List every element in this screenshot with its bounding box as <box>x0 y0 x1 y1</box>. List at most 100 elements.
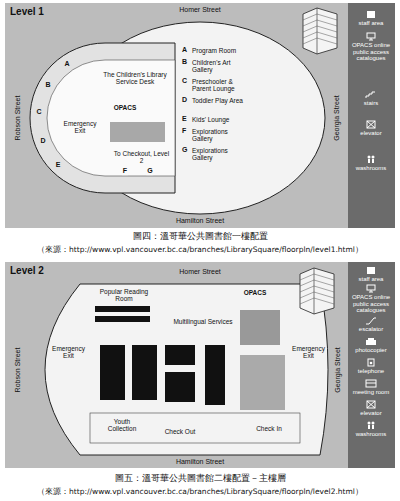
key-letter: A <box>182 46 187 54</box>
street-name: Homer Street <box>179 6 221 14</box>
legend-text: elevator <box>349 410 393 417</box>
room-label: Youth Collection <box>100 418 144 432</box>
street-name: Hamilton Street <box>176 217 224 225</box>
room-label: Multilingual Services <box>172 318 234 325</box>
room-block <box>240 355 285 410</box>
service-area <box>90 413 300 443</box>
level-heading: Level 2 <box>10 265 343 276</box>
figure-caption: 圖五：溫哥華公共圖書館二樓配置－主樓層 <box>115 474 286 484</box>
plan-letter: D <box>39 137 46 145</box>
room-name: Check Out <box>160 428 200 435</box>
key-room-name: Program Room <box>192 47 247 54</box>
room-name: To Checkout, Level 2 <box>112 150 171 164</box>
legend-text: OPACS online public access catalogues <box>349 294 393 314</box>
legend-item: elevator <box>349 120 393 137</box>
room-block <box>110 122 165 142</box>
key-letter: C <box>182 77 187 85</box>
office-tower <box>303 8 337 54</box>
plan-letter: C <box>35 108 42 116</box>
legend-text: washrooms <box>349 431 393 438</box>
legend-item: OPACS online public access catalogues <box>349 32 393 62</box>
legend-symbol <box>364 32 378 41</box>
room-block <box>240 310 280 345</box>
key-letter: G <box>182 146 187 154</box>
legend-item: meeting room <box>349 379 393 396</box>
legend-item: escalator <box>349 316 393 333</box>
legend-item: washrooms <box>349 421 393 438</box>
legend-strip <box>348 3 395 228</box>
legend-symbol <box>364 337 378 346</box>
plan-letter: B <box>44 81 51 89</box>
room-label: Emergency Exit <box>290 345 327 359</box>
library-building <box>45 284 328 455</box>
opac-label: OPACS <box>244 289 267 296</box>
legend-text: photocopier <box>349 347 393 354</box>
panel-ground <box>5 3 348 228</box>
key-room-name: Children's Art Gallery <box>192 59 247 73</box>
legend-item: photocopier <box>349 337 393 354</box>
plan-letter: F <box>122 167 128 175</box>
legend-strip <box>348 262 395 468</box>
plan-letter: A <box>63 60 70 68</box>
legend-item: elevator <box>349 400 393 417</box>
street-name: Georgia Street <box>334 347 342 393</box>
legend-symbol <box>364 90 378 99</box>
key-room-name: Toddler Play Area <box>192 97 247 104</box>
room-label: Emergency Exit <box>60 120 100 134</box>
plan-letter: E <box>55 161 62 169</box>
room-name: Emergency Exit <box>60 120 100 134</box>
legend-item: washrooms <box>349 155 393 172</box>
street-name: Robson Street <box>14 348 22 393</box>
legend-text: telephone <box>349 368 393 375</box>
room-label: Check Out <box>160 428 200 435</box>
room-label: To Checkout, Level 2 <box>112 150 171 164</box>
room-name: Popular Reading Room <box>92 288 156 302</box>
room-name: Multilingual Services <box>172 318 234 325</box>
source-note: （來源：http://www.vpl.vancouver.bc.ca/branc… <box>37 246 363 254</box>
legend-text: OPACS online public access catalogues <box>349 42 393 62</box>
legend-symbol <box>364 266 378 275</box>
legend-item: telephone <box>349 358 393 375</box>
legend-symbol <box>364 358 378 367</box>
legend-text: escalator <box>349 326 393 333</box>
key-room-name: Preschooler & Parent Lounge <box>192 78 247 92</box>
room-label: The Children's Library Service Desk <box>100 71 170 85</box>
legend-text: elevator <box>349 130 393 137</box>
legend-text: stairs <box>349 100 393 107</box>
room-name: Emergency Exit <box>290 345 327 359</box>
room-label: Emergency Exit <box>50 345 87 359</box>
legend-symbol <box>364 400 378 409</box>
street-name: Robson Street <box>14 96 22 141</box>
children-library-floor <box>47 60 175 176</box>
legend-symbol <box>364 155 378 164</box>
source-note: （來源：http://www.vpl.vancouver.bc.ca/branc… <box>37 488 363 496</box>
legend-item: staff area <box>349 266 393 283</box>
room-name: The Children's Library Service Desk <box>100 71 170 85</box>
legend-item: stairs <box>349 90 393 107</box>
opac-label: OPACS <box>114 104 137 111</box>
street-name: Georgia Street <box>333 95 341 141</box>
street-name: Homer Street <box>179 268 221 276</box>
key-letter: D <box>182 96 187 104</box>
plan-letter: G <box>146 167 153 175</box>
key-room-name: Kids' Lounge <box>192 116 247 123</box>
legend-symbol <box>364 421 378 430</box>
legend-item: staff area <box>349 10 393 27</box>
panel-ground <box>5 262 348 468</box>
street-name: Hamilton Street <box>176 458 224 466</box>
level-heading: Level 1 <box>10 6 343 17</box>
legend-symbol <box>364 316 378 325</box>
room-name: Emergency Exit <box>50 345 87 359</box>
library-building <box>30 43 175 193</box>
office-tower <box>300 268 334 314</box>
legend-symbol <box>364 120 378 129</box>
room-label: Popular Reading Room <box>92 288 156 302</box>
legend-text: staff area <box>349 20 393 27</box>
key-room-name: Explorations Gallery <box>192 147 247 161</box>
floor-panel: Level 1 The Children's Library Service De… <box>5 3 348 228</box>
key-letter: E <box>182 115 187 123</box>
room-label: Check In <box>250 425 288 432</box>
legend-symbol <box>364 10 378 19</box>
floor-panel: Level 2 Popular Reading RoomMultilingual … <box>5 262 348 468</box>
room-name: Check In <box>250 425 288 432</box>
